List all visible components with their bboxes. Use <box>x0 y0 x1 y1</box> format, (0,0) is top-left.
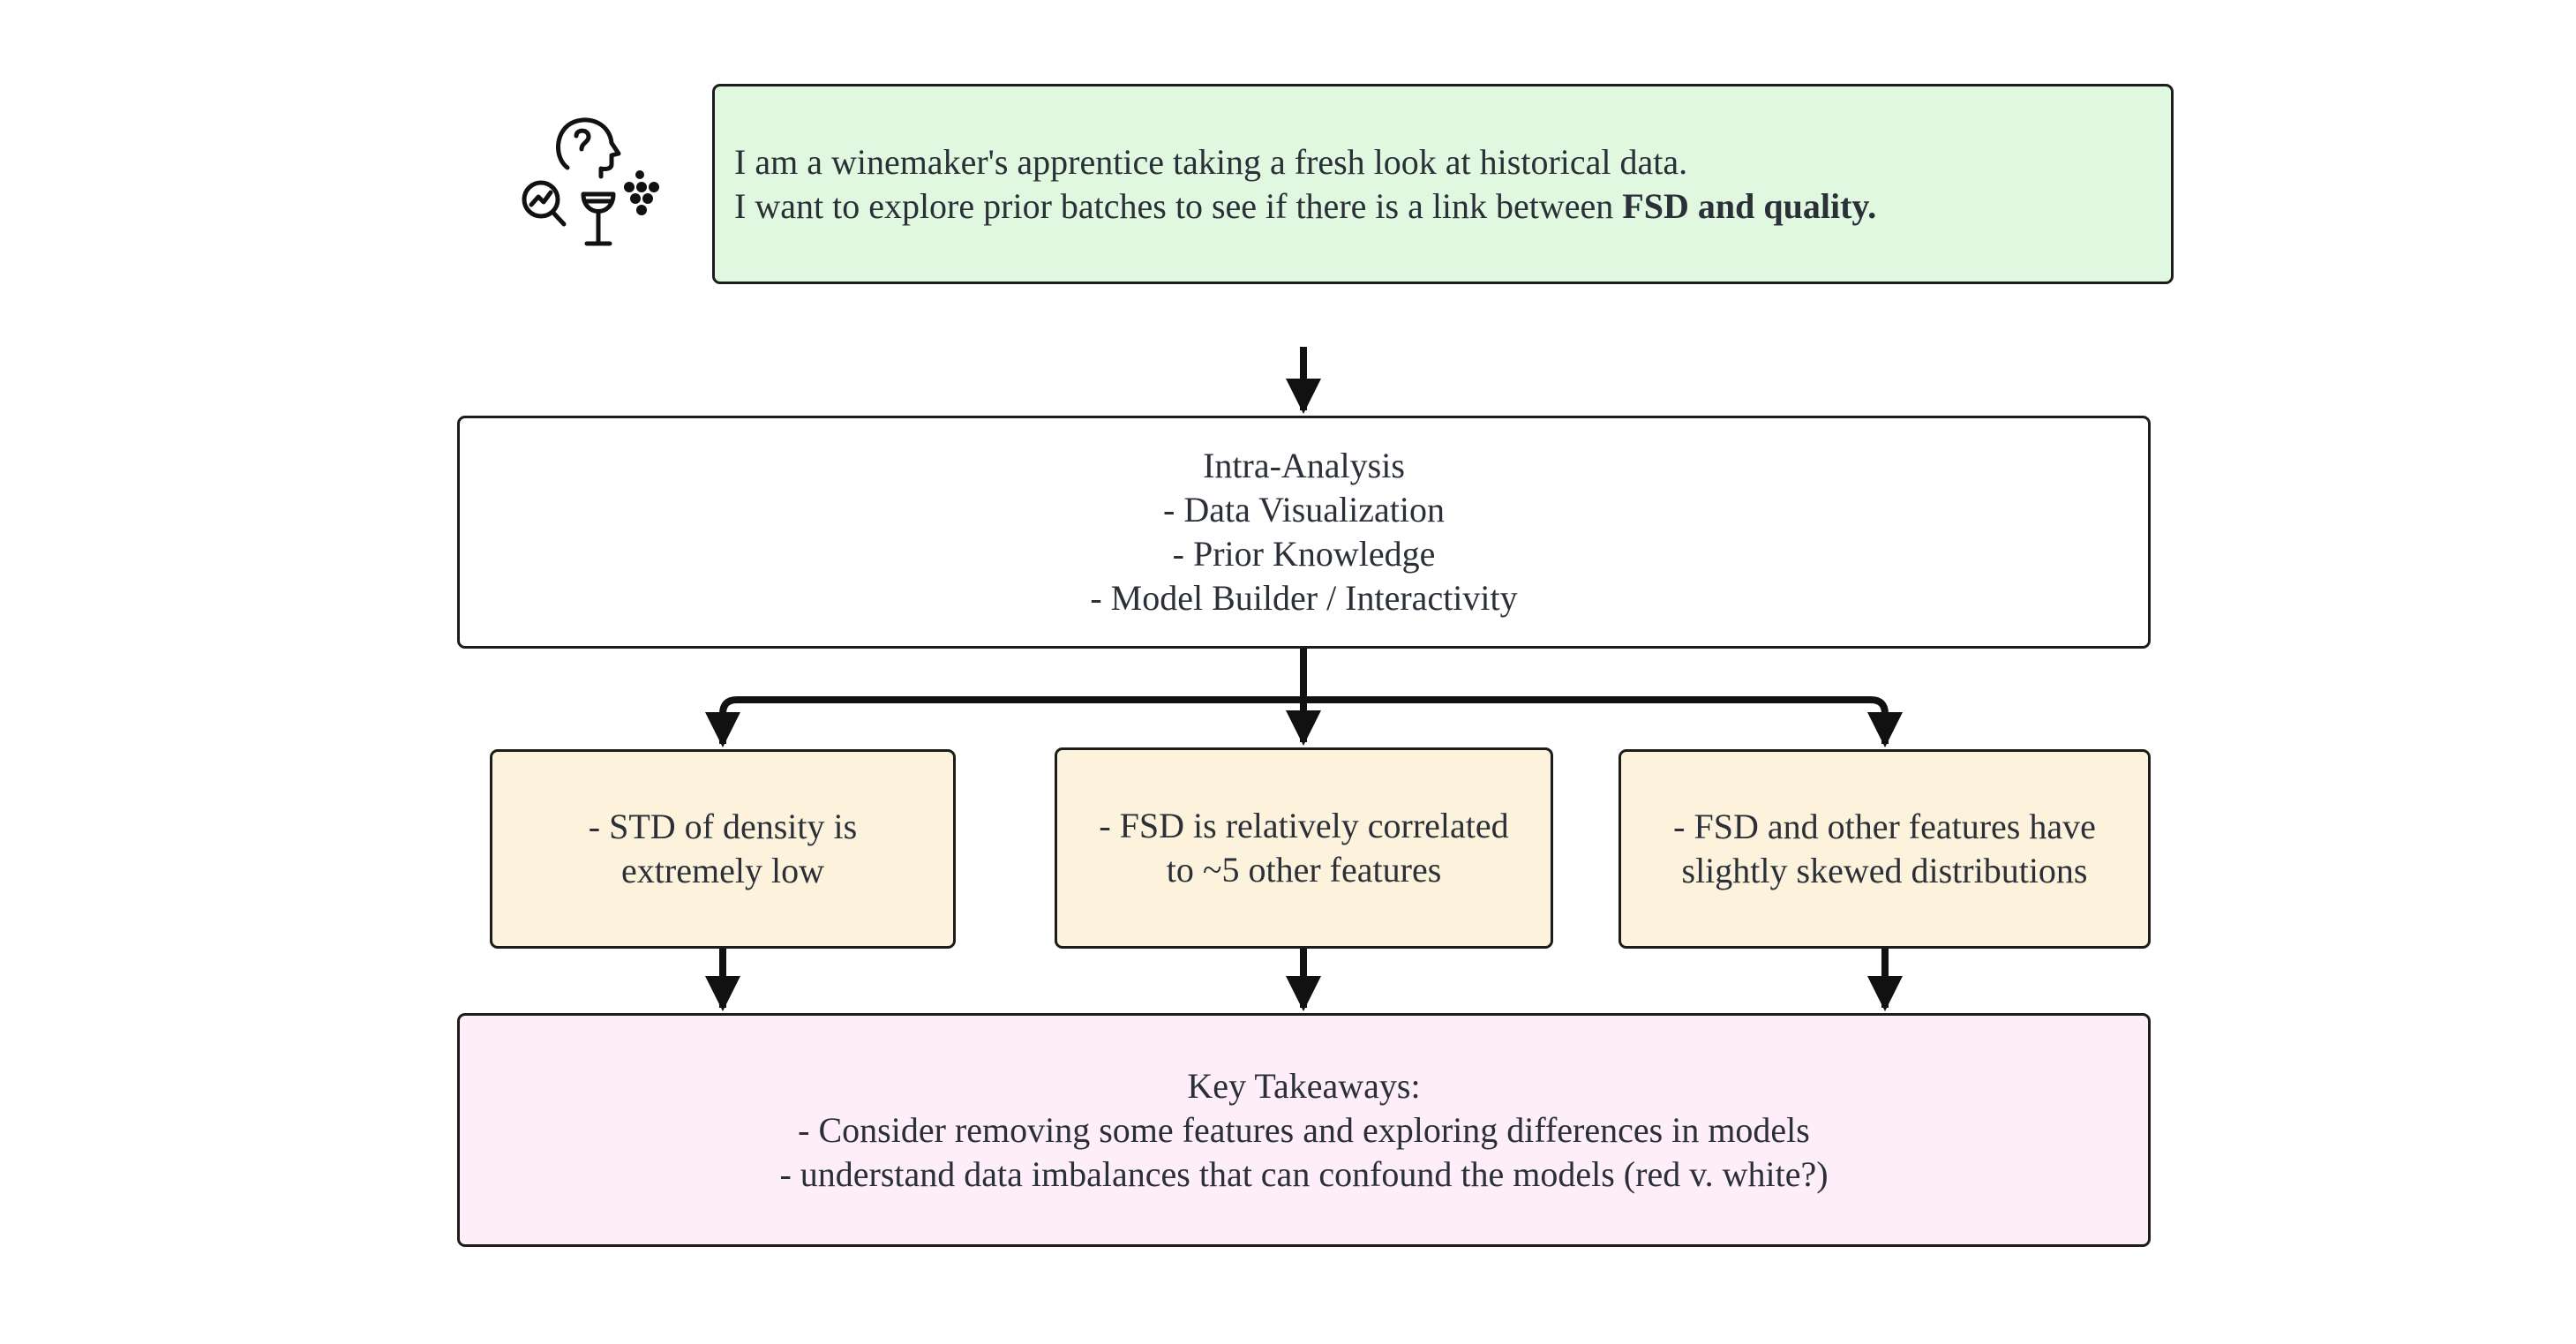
analysis-item: - Data Visualization <box>1163 490 1445 529</box>
story-line-1: I am a winemaker's apprentice taking a f… <box>734 141 1688 182</box>
story-line-2-text: I want to explore prior batches to see i… <box>734 185 1623 226</box>
finding-box-density: - STD of density is extremely low <box>490 749 956 949</box>
arrow-to-finding-3 <box>1303 696 1903 747</box>
finding-line: - FSD and other features have <box>1673 807 2096 846</box>
finding-line: - STD of density is <box>588 807 858 846</box>
finding-box-correlation: - FSD is relatively correlated to ~5 oth… <box>1055 747 1553 949</box>
key-takeaways-box: Key Takeaways: - Consider removing some … <box>457 1013 2151 1247</box>
analyst-wine-persona-icon <box>522 117 659 246</box>
arrow-to-finding-1 <box>705 696 1303 747</box>
analysis-item: - Model Builder / Interactivity <box>1090 578 1518 618</box>
finding-line: - FSD is relatively correlated <box>1099 806 1509 845</box>
user-story-box: I am a winemaker's apprentice taking a f… <box>712 84 2174 284</box>
takeaways-title: Key Takeaways: <box>1187 1065 1421 1106</box>
intra-analysis-box: Intra-Analysis - Data Visualization - Pr… <box>457 416 2151 649</box>
finding-line: to ~5 other features <box>1166 850 1442 890</box>
analysis-title: Intra-Analysis <box>1203 446 1405 485</box>
takeaways-item: - Consider removing some features and ex… <box>798 1109 1810 1150</box>
analysis-item: - Prior Knowledge <box>1172 534 1436 574</box>
finding-line: slightly skewed distributions <box>1681 851 2088 890</box>
finding-line: extremely low <box>621 851 824 890</box>
takeaways-item: - understand data imbalances that can co… <box>779 1153 1829 1194</box>
story-line-2: I want to explore prior batches to see i… <box>734 184 1876 229</box>
story-emphasis: FSD and quality. <box>1622 185 1877 226</box>
finding-box-distributions: - FSD and other features have slightly s… <box>1618 749 2151 949</box>
